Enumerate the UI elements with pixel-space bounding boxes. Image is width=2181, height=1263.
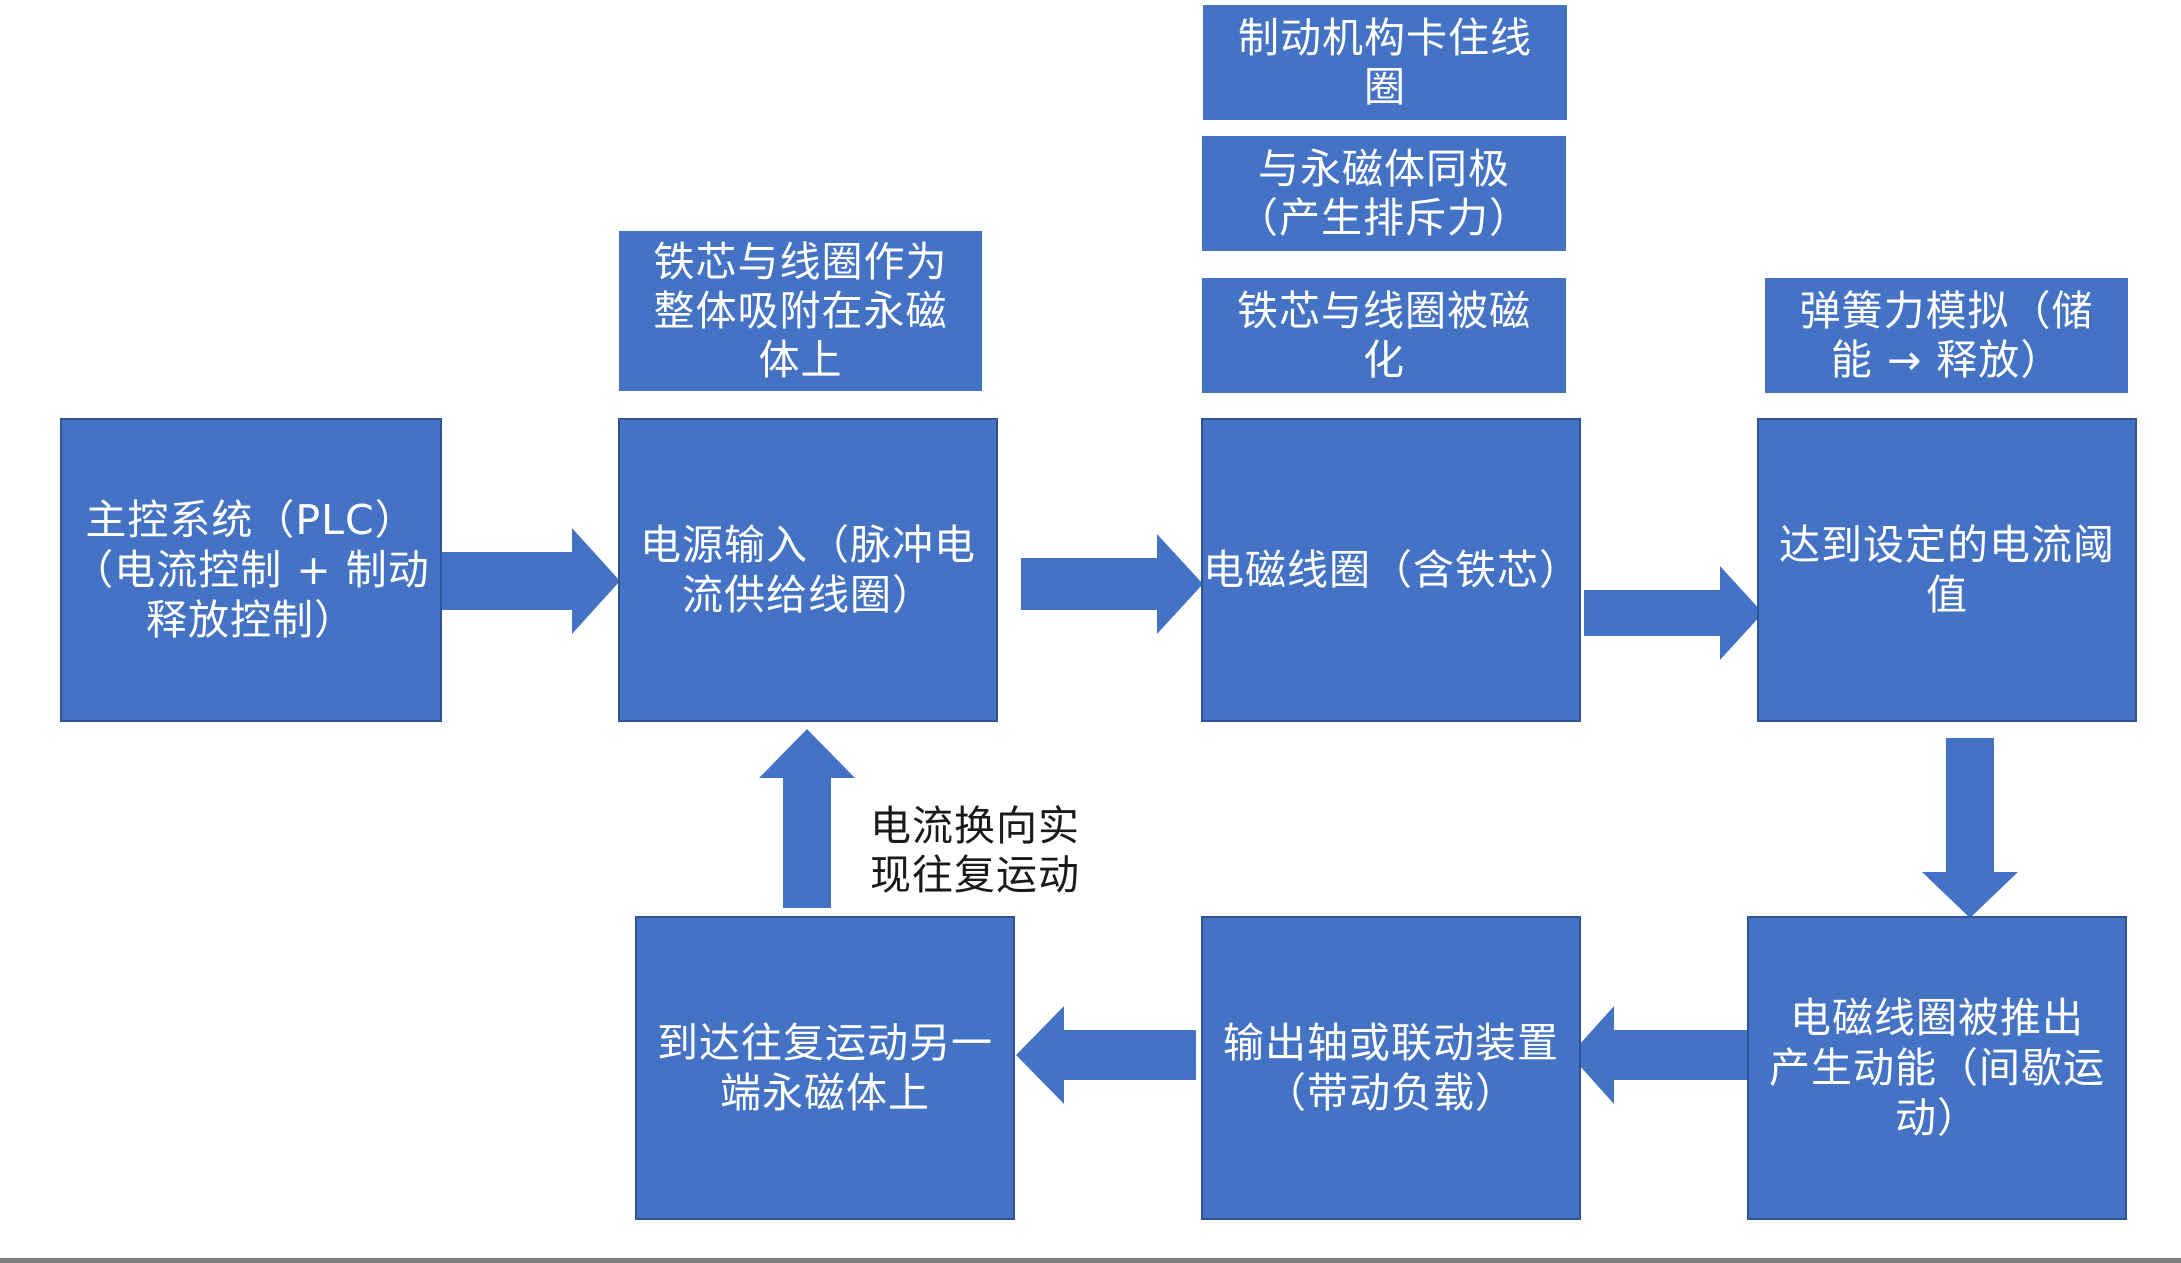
arrow-output-to-arrive (1016, 1006, 1196, 1104)
node-current-threshold: 达到设定的电流阈 值 (1757, 418, 2137, 722)
note-core-coil-magnetized: 铁芯与线圈被磁 化 (1202, 278, 1566, 393)
node-plc: 主控系统（PLC） （电流控制 + 制动 释放控制） (60, 418, 442, 722)
note-same-pole-repulsion: 与永磁体同极 （产生排斥力） (1202, 136, 1566, 251)
label-current-reversal: 电流换向实 现往复运动 (870, 802, 1080, 899)
node-output-shaft: 输出轴或联动装置 （带动负载） (1201, 916, 1581, 1220)
node-power-input: 电源输入（脉冲电 流供给线圈） (618, 418, 998, 722)
node-coil-pushed-out: 电磁线圈被推出 产生动能（间歇运 动） (1747, 916, 2127, 1220)
bottom-divider (0, 1258, 2181, 1263)
note-attach-permanent-magnet: 铁芯与线圈作为 整体吸附在永磁 体上 (619, 231, 982, 391)
arrow-threshold-to-pushed (1922, 738, 2018, 918)
note-spring-simulation: 弹簧力模拟（储 能 → 释放） (1765, 278, 2128, 393)
arrow-pushed-to-output (1570, 1006, 1748, 1104)
node-arrive-other-end: 到达往复运动另一 端永磁体上 (635, 916, 1015, 1220)
note-brake-holds-coil: 制动机构卡住线 圈 (1203, 5, 1567, 120)
arrow-arrive-to-power (759, 729, 855, 908)
arrow-coil-to-threshold (1584, 566, 1763, 660)
arrow-power-to-coil (1021, 534, 1203, 634)
node-electromagnetic-coil: 电磁线圈（含铁芯） (1201, 418, 1581, 722)
arrow-plc-to-power (440, 528, 620, 634)
